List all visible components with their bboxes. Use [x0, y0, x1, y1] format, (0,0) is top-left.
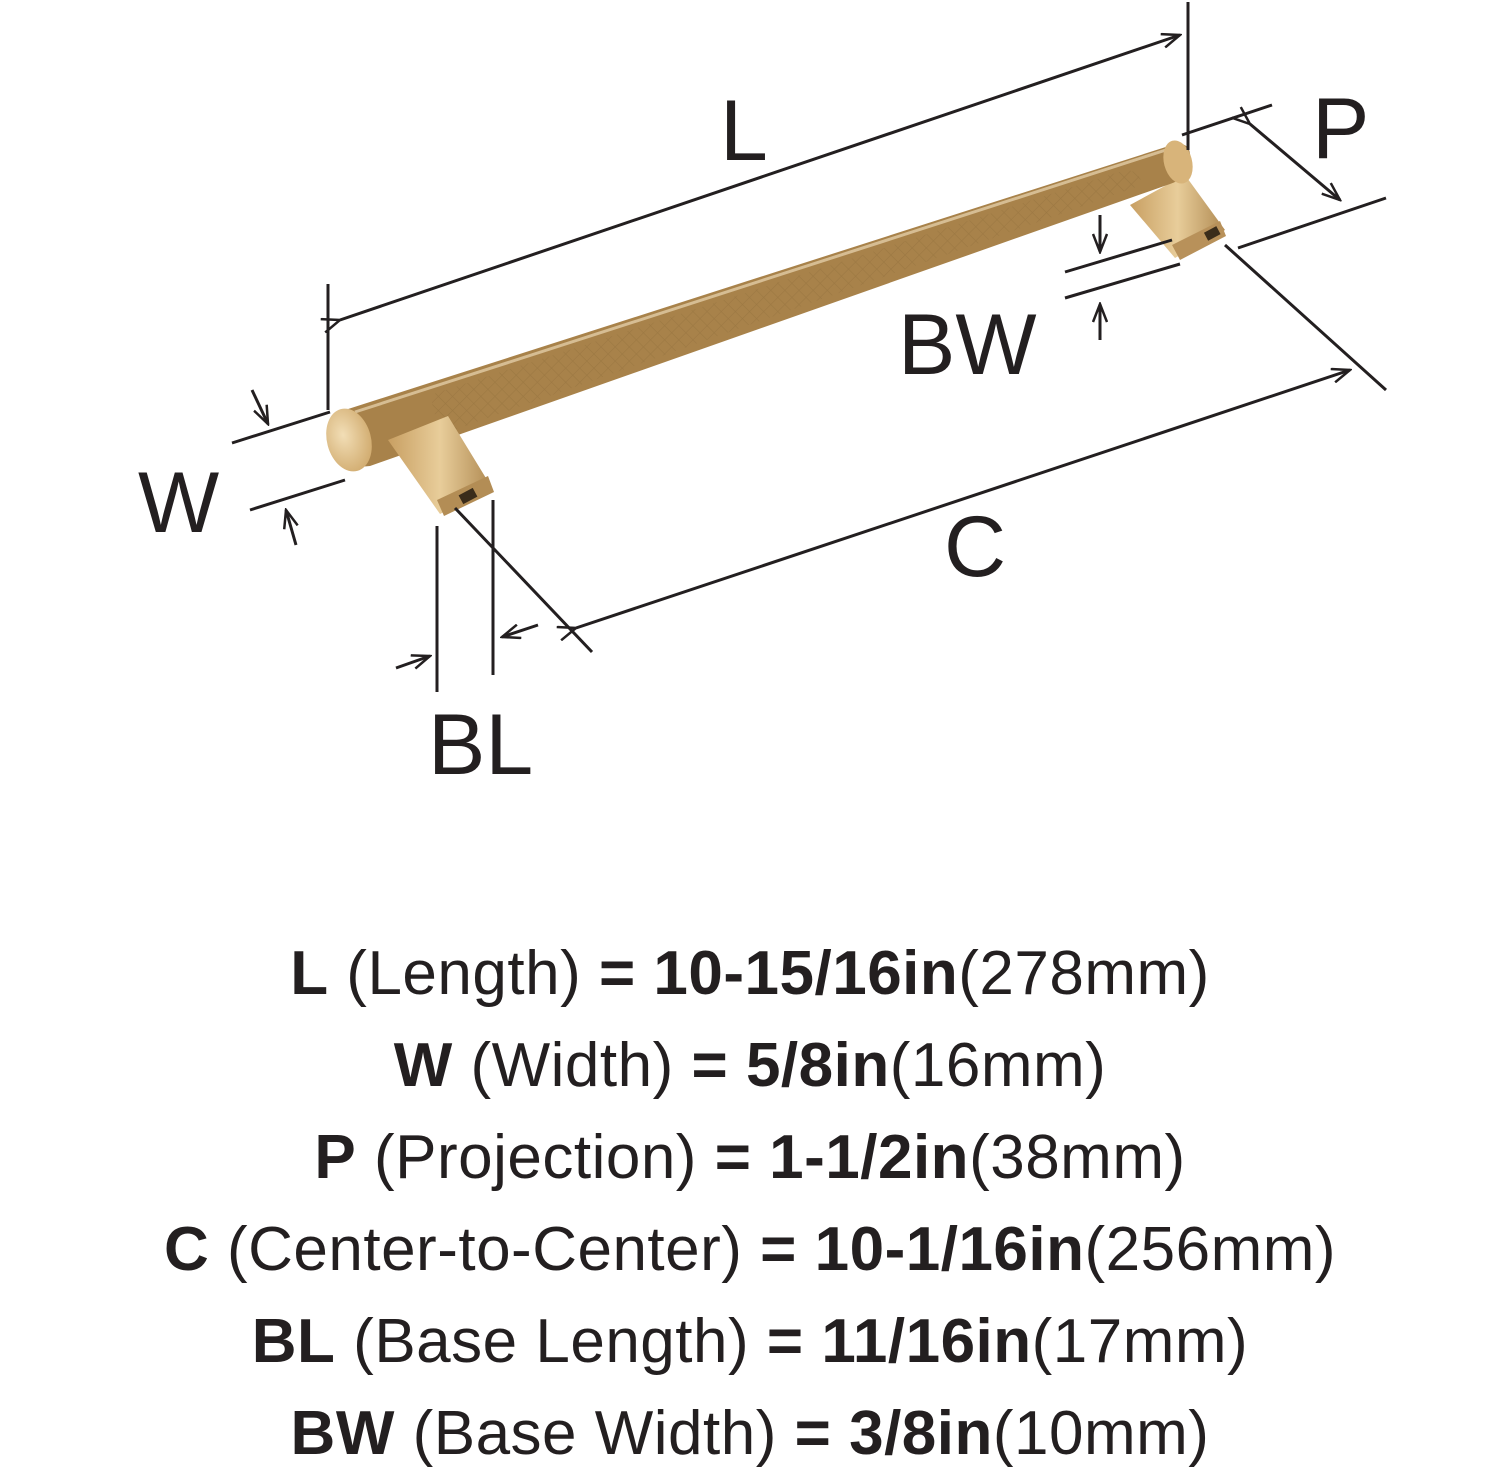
projection-extension-bottom — [1237, 196, 1387, 250]
spec-metric: (17mm) — [1031, 1307, 1249, 1376]
spec-code: C — [163, 1215, 210, 1284]
spec-code: P — [314, 1123, 357, 1192]
cabinet-pull-handle — [326, 140, 1226, 516]
left-post — [388, 416, 494, 516]
spec-code: BW — [290, 1399, 395, 1468]
left-post-screw-hole — [458, 487, 478, 505]
label-bl: BL — [428, 697, 533, 793]
spec-code: L — [290, 939, 329, 1008]
spec-name: (Length) — [346, 939, 582, 1008]
base-width-extension-bottom — [1064, 262, 1181, 300]
base-width-extension-top — [1064, 238, 1173, 274]
spec-line-center-to-center: C (Center-to-Center) = 10-1/16in(256mm) — [0, 1204, 1500, 1296]
spec-metric: (256mm) — [1084, 1215, 1337, 1284]
spec-line-base-length: BL (Base Length) = 11/16in(17mm) — [0, 1296, 1500, 1388]
center-dimension-line — [576, 370, 1350, 628]
spec-equals: = — [691, 1031, 729, 1100]
spec-metric: (278mm) — [958, 939, 1210, 1008]
label-c: C — [944, 499, 1006, 595]
spec-line-projection: P (Projection) = 1-1/2in(38mm) — [0, 1112, 1500, 1204]
length-dimension-line — [340, 35, 1180, 320]
width-arrow-bottom — [286, 510, 296, 546]
spec-name: (Projection) — [373, 1123, 697, 1192]
spec-name: (Center-to-Center) — [226, 1215, 743, 1284]
spec-code: BL — [251, 1307, 336, 1376]
spec-line-width: W (Width) = 5/8in(16mm) — [0, 1020, 1500, 1112]
base-length-arrow-right — [502, 623, 539, 637]
spec-imperial: 3/8in — [849, 1399, 993, 1468]
handle-dimension-diagram: L P BW W C BL — [138, 2, 1388, 793]
spec-code: W — [393, 1031, 453, 1100]
width-extension-bottom — [249, 478, 346, 512]
center-extension-right — [1223, 243, 1388, 392]
spec-name: (Width) — [470, 1031, 674, 1100]
label-l: L — [720, 83, 768, 179]
spec-name: (Base Length) — [353, 1307, 750, 1376]
dimension-lines — [231, 2, 1388, 692]
spec-imperial: 10-1/16in — [814, 1215, 1085, 1284]
spec-metric: (10mm) — [992, 1399, 1210, 1468]
spec-metric: (16mm) — [889, 1031, 1107, 1100]
spec-line-base-width: BW (Base Width) = 3/8in(10mm) — [0, 1388, 1500, 1480]
spec-name: (Base Width) — [412, 1399, 777, 1468]
spec-imperial: 10-15/16in — [653, 939, 959, 1008]
right-post-screw-hole — [1203, 226, 1221, 241]
spec-line-length: L (Length) = 10-15/16in(278mm) — [0, 928, 1500, 1020]
spec-equals: = — [766, 1307, 804, 1376]
dimension-spec-list: L (Length) = 10-15/16in(278mm) W (Width)… — [0, 928, 1500, 1480]
label-w: W — [138, 455, 219, 551]
spec-imperial: 5/8in — [745, 1031, 890, 1100]
base-length-arrow-left — [395, 656, 430, 668]
spec-equals: = — [794, 1399, 832, 1468]
width-arrow-top — [250, 389, 268, 424]
knurled-bar — [333, 144, 1191, 467]
label-p: P — [1312, 81, 1369, 177]
spec-imperial: 1-1/2in — [769, 1123, 970, 1192]
spec-equals: = — [598, 939, 636, 1008]
spec-equals: = — [760, 1215, 797, 1284]
spec-equals: = — [714, 1123, 752, 1192]
width-extension-top — [231, 410, 331, 445]
label-bw: BW — [898, 297, 1037, 393]
spec-imperial: 11/16in — [821, 1307, 1032, 1376]
spec-metric: (38mm) — [969, 1123, 1186, 1192]
projection-dimension-line — [1250, 124, 1340, 200]
left-end-cap — [326, 408, 372, 472]
